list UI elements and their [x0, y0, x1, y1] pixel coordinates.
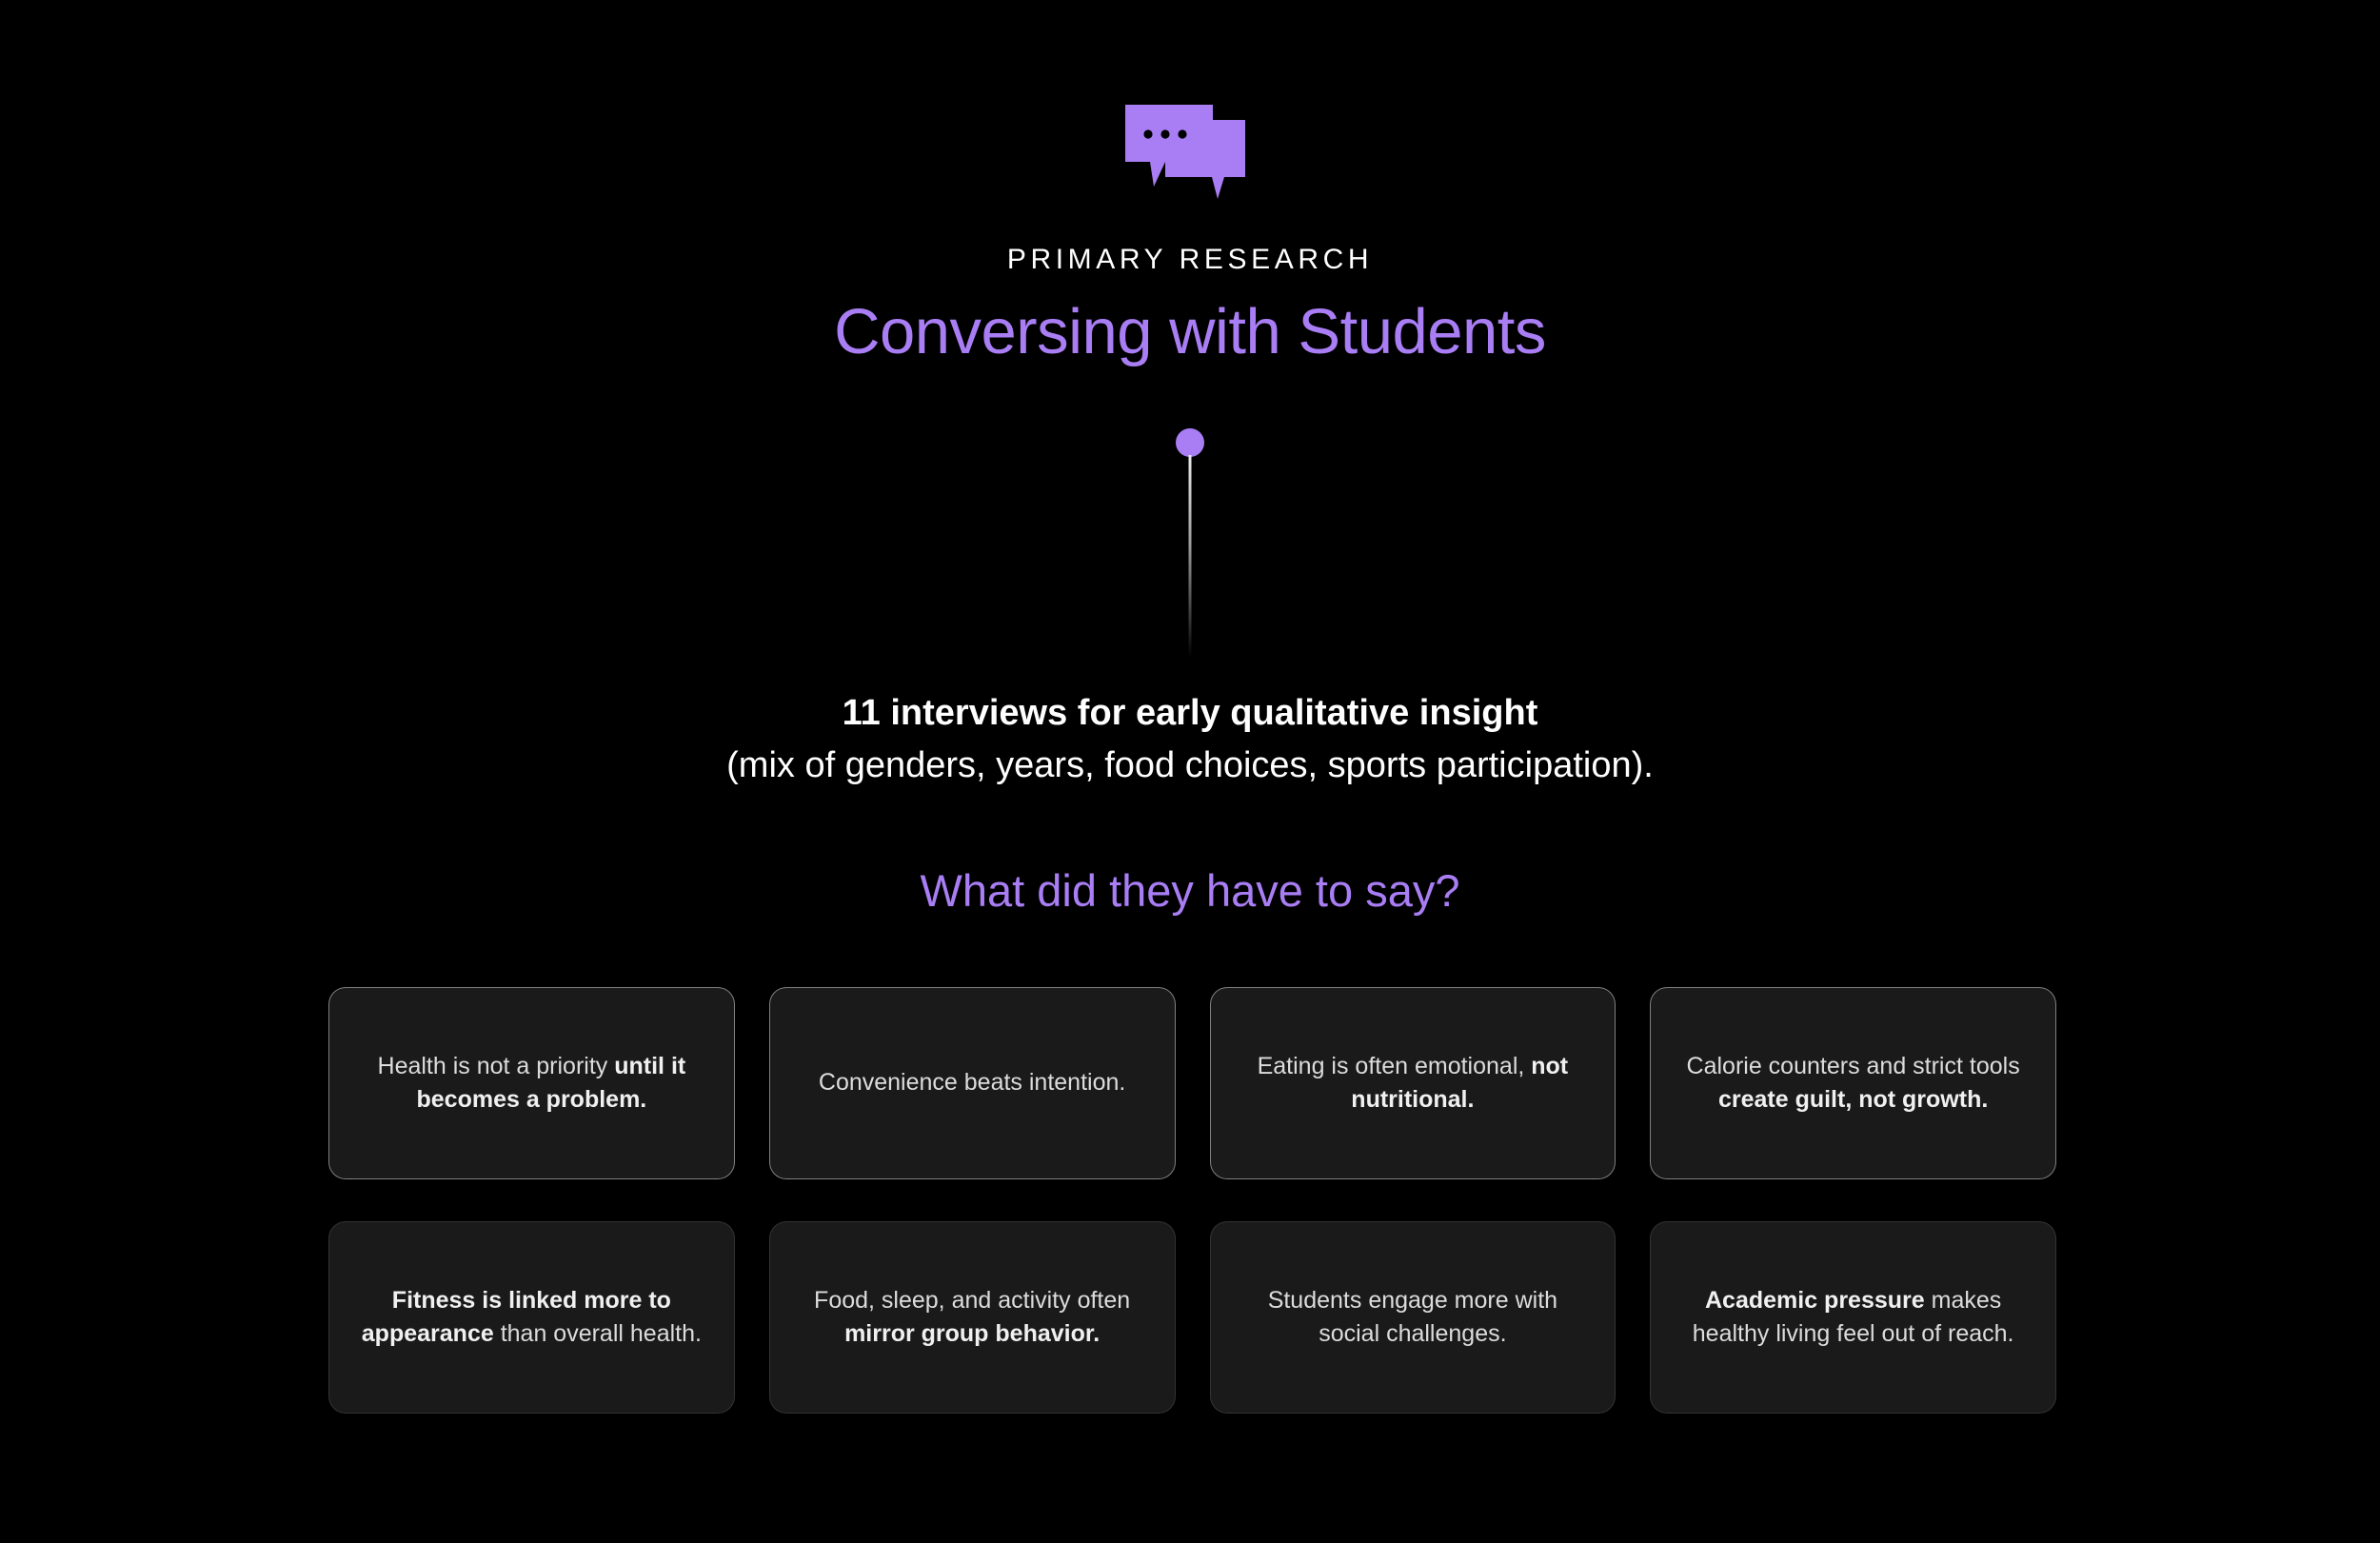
insight-card-eating-emotional[interactable]: Eating is often emotional, not nutrition… [1209, 987, 1616, 1179]
chat-bubbles-icon-wrapper [0, 105, 2380, 200]
insight-card-text: Students engage more with social challen… [1236, 1284, 1591, 1352]
insight-plain: Convenience beats intention. [818, 1069, 1126, 1097]
insight-card-text: Health is not a priority until it become… [354, 1050, 709, 1118]
insight-card-health-not-priority[interactable]: Health is not a priority until it become… [328, 987, 735, 1179]
insight-plain: makes healthy living feel out of reach. [1692, 1286, 2014, 1348]
lede-line-2: (mix of genders, years, food choices, sp… [726, 745, 1654, 786]
pin-connector [1174, 428, 1206, 657]
pin-dot-icon [1176, 428, 1204, 457]
insight-card-text: Academic pressure makes healthy living f… [1676, 1284, 2031, 1352]
page-title: Conversing with Students [834, 296, 1546, 367]
pin-line [1188, 455, 1192, 657]
insight-card-mirror-group-behavior[interactable]: Food, sleep, and activity often mirror g… [768, 1221, 1176, 1414]
insight-card-convenience-beats-intention[interactable]: Convenience beats intention. [768, 987, 1176, 1179]
insight-plain: than overall health. [493, 1320, 702, 1347]
insight-emphasis: not nutritional. [1351, 1052, 1569, 1114]
insight-card-academic-pressure[interactable]: Academic pressure makes healthy living f… [1650, 1221, 2056, 1414]
insight-plain: Students engage more with social challen… [1267, 1286, 1558, 1348]
insight-plain: Health is not a priority [377, 1052, 615, 1079]
eyebrow-label: PRIMARY RESEARCH [1006, 244, 1374, 275]
insight-card-text: Convenience beats intention. [819, 1066, 1125, 1100]
insight-emphasis: until it becomes a problem. [416, 1052, 686, 1114]
section-question: What did they have to say? [920, 865, 1460, 916]
insight-card-text: Food, sleep, and activity often mirror g… [795, 1284, 1150, 1352]
insight-card-text: Calorie counters and strict tools create… [1676, 1050, 2031, 1118]
insight-card-text: Fitness is linked more to appearance tha… [354, 1284, 709, 1352]
insight-card-fitness-appearance[interactable]: Fitness is linked more to appearance tha… [328, 1221, 735, 1414]
insight-emphasis: Fitness is linked more to appearance [361, 1286, 671, 1348]
insight-card-calorie-counters-guilt[interactable]: Calorie counters and strict tools create… [1650, 987, 2056, 1179]
insight-plain: Eating is often emotional, [1257, 1052, 1532, 1079]
lede-block: 11 interviews for early qualitative insi… [0, 687, 2380, 792]
insight-plain: Calorie counters and strict tools [1686, 1052, 2020, 1079]
insight-emphasis: mirror group behavior. [844, 1320, 1101, 1347]
lede-line-1: 11 interviews for early qualitative insi… [842, 693, 1538, 733]
insight-emphasis: create guilt, not growth. [1717, 1086, 1989, 1113]
insight-emphasis: Academic pressure [1704, 1286, 1925, 1314]
chat-bubbles-icon [1125, 105, 1245, 199]
insight-card-grid: Health is not a priority until it become… [328, 987, 2056, 1414]
insight-card-social-challenges[interactable]: Students engage more with social challen… [1209, 1221, 1616, 1414]
insight-card-text: Eating is often emotional, not nutrition… [1236, 1050, 1591, 1118]
insight-plain: Food, sleep, and activity often [814, 1286, 1131, 1314]
